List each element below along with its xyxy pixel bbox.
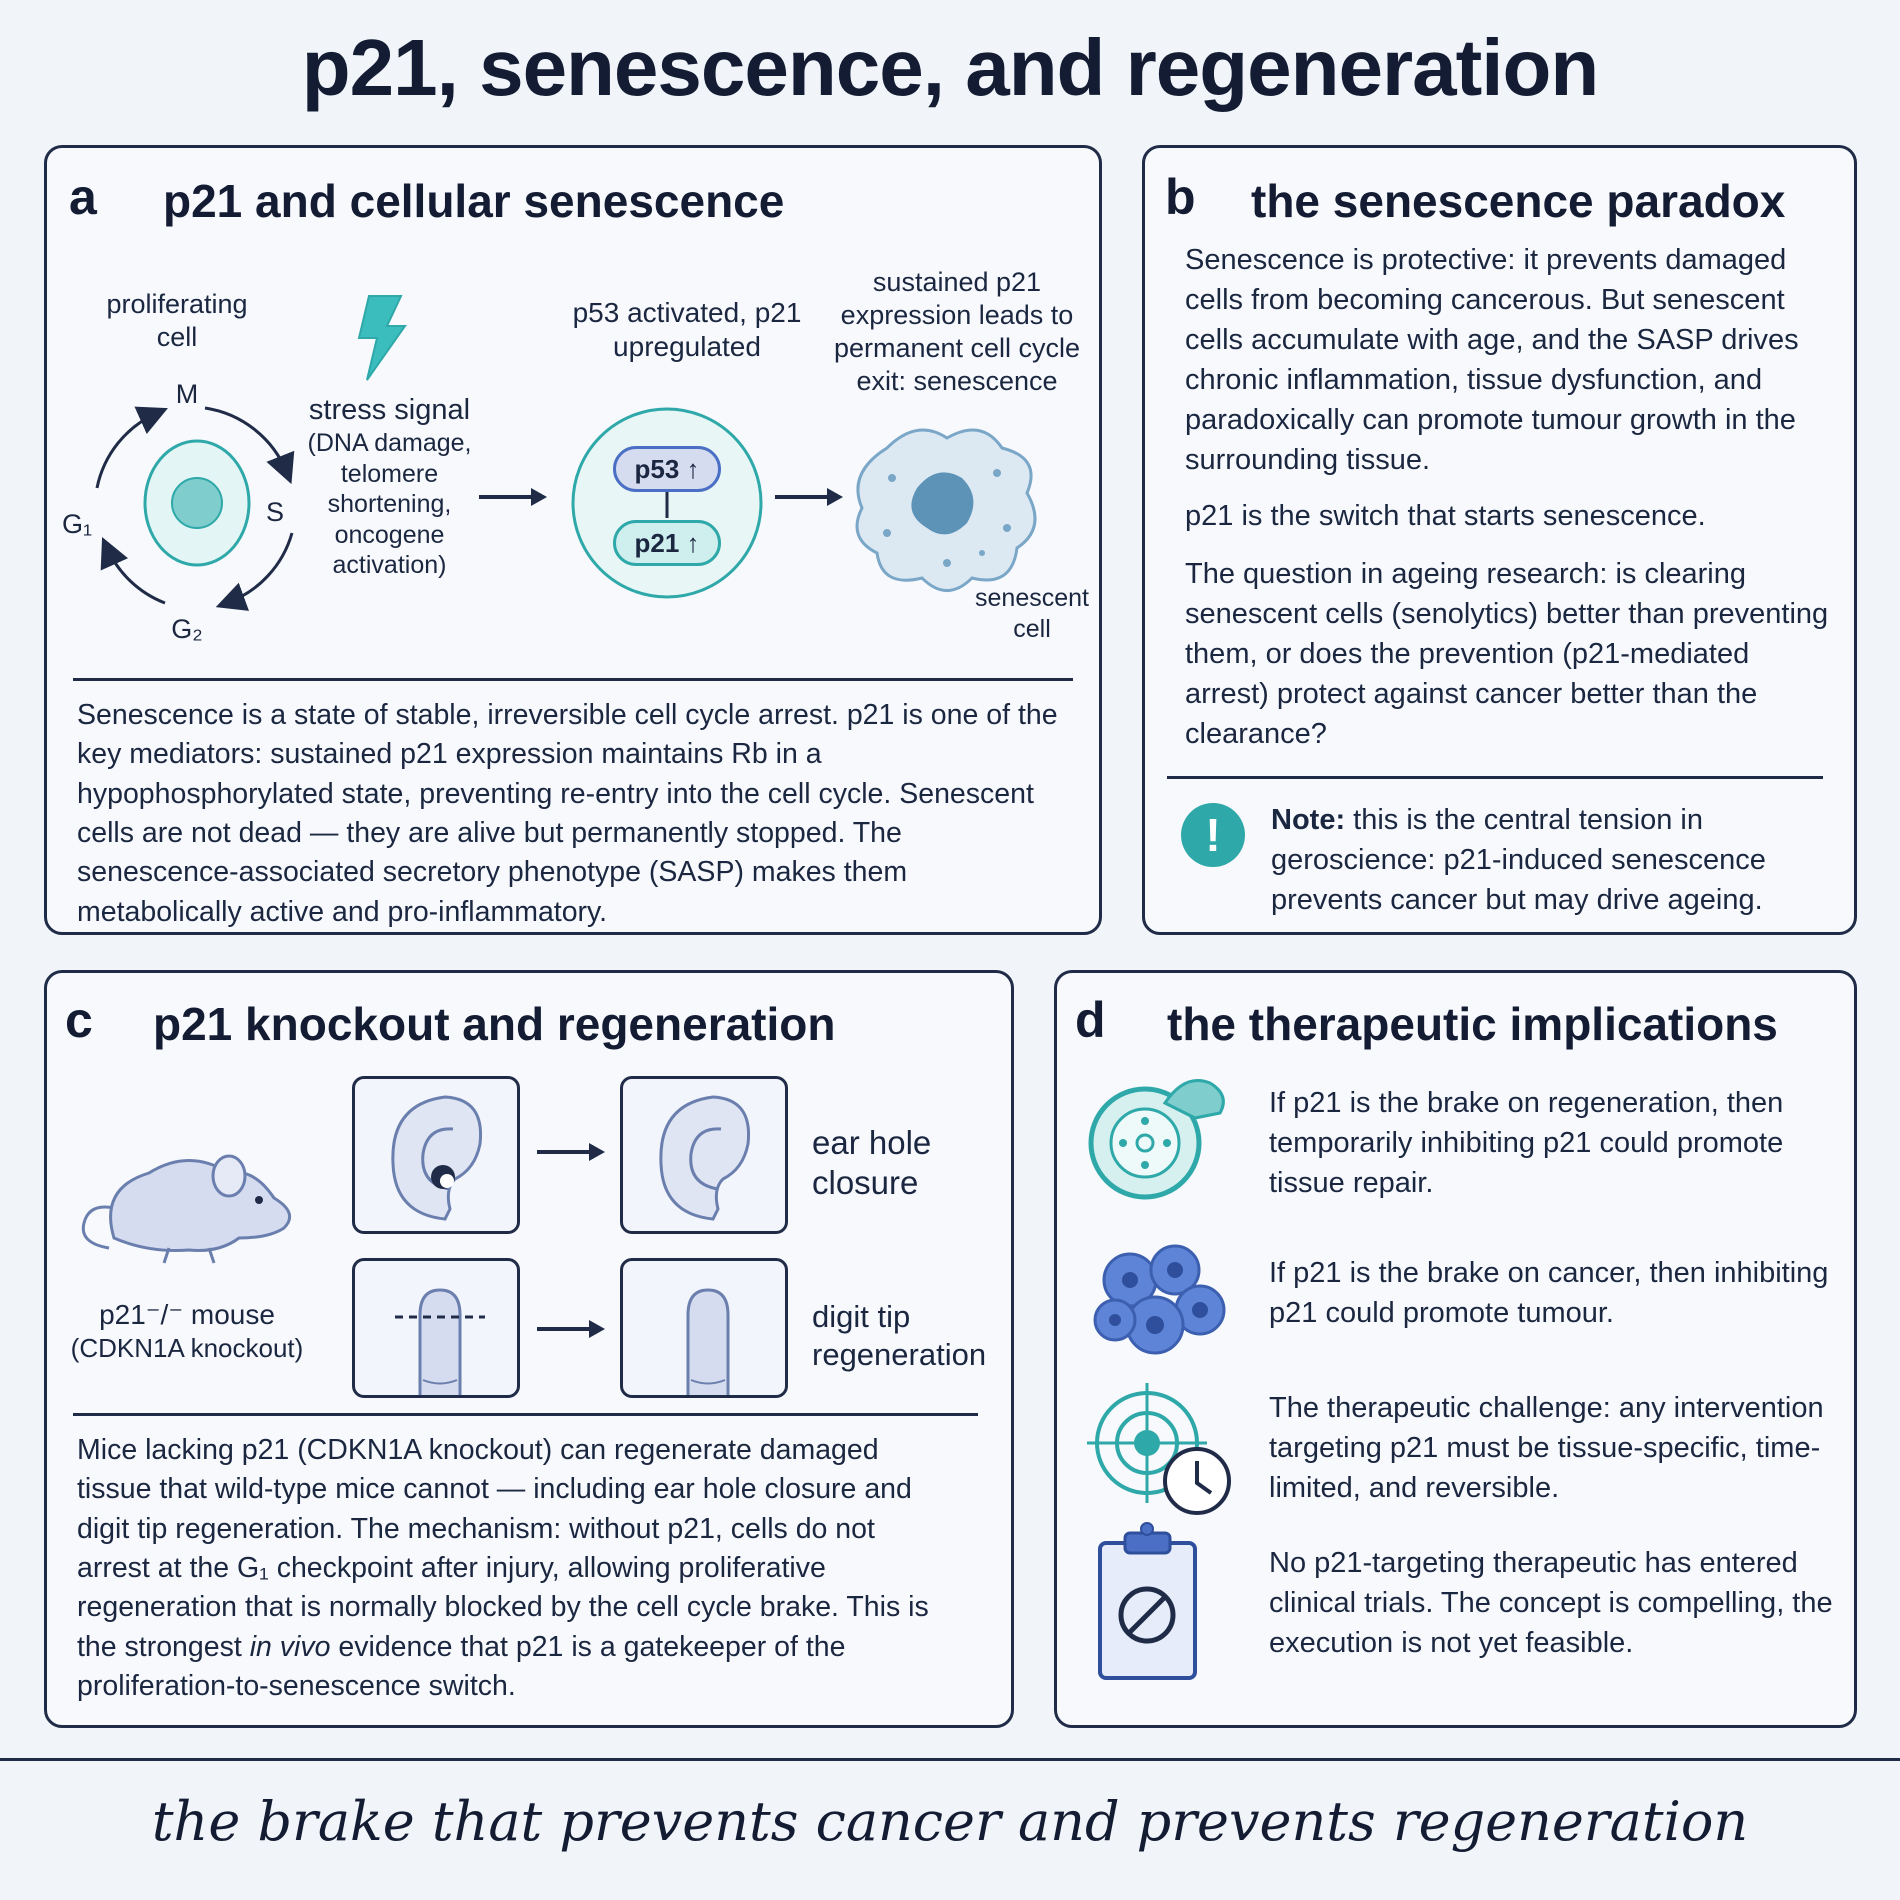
panel-c-body-part1: Mice lacking p21 (CDKN1A knockout) can r… — [77, 1434, 929, 1663]
p21-pill: p21 ↑ — [613, 520, 721, 566]
digit-before-frame — [352, 1258, 520, 1398]
digit-tip-label: digit tip regeneration — [812, 1299, 987, 1372]
digit-amputated-icon — [395, 1288, 485, 1395]
p53-activated-label: p53 activated, p21 upregulated — [572, 297, 802, 363]
panel-c-letter: c — [65, 992, 93, 1048]
lightning-bolt-icon — [357, 295, 407, 381]
arrow-icon — [479, 488, 547, 506]
panel-c-body-part2: evidence that p21 is a gatekeeper of the… — [77, 1630, 846, 1702]
paradox-paragraph-1: Senescence is protective: it prevents da… — [1185, 244, 1799, 477]
exclamation-icon: ! — [1181, 803, 1245, 867]
panel-d-letter: d — [1075, 992, 1106, 1048]
panel-a-body: Senescence is a state of stable, irrever… — [77, 699, 1058, 928]
panel-b-divider — [1167, 776, 1823, 779]
sustained-p21-label: sustained p21 expression leads to perman… — [833, 267, 1081, 396]
in-vivo-emphasis: in vivo — [249, 1630, 331, 1663]
arrow-icon — [775, 488, 843, 506]
stress-signal-title: stress signal — [308, 394, 471, 426]
panel-a-letter: a — [69, 169, 97, 225]
note-label: Note: — [1271, 804, 1346, 836]
cycle-arrow-s-g2 — [215, 532, 294, 611]
implication-1: If p21 is the brake on regeneration, the… — [1269, 1087, 1784, 1200]
ear-closed-icon — [659, 1095, 751, 1221]
ear-with-hole-icon — [391, 1095, 483, 1221]
phase-m: M — [175, 379, 199, 409]
implication-4: No p21-targeting therapeutic has entered… — [1269, 1547, 1833, 1660]
digit-regenerated-icon — [686, 1288, 730, 1395]
cancer-cells-icon — [1093, 1244, 1226, 1355]
paradox-paragraph-3: The question in ageing research: is clea… — [1185, 558, 1829, 751]
stress-signal-detail: (DNA damage, telomere shortening, oncoge… — [307, 429, 472, 579]
mouse-label: p21⁻/⁻ mouse — [99, 1299, 275, 1330]
panel-a: a p21 and cellular senescence proliferat… — [44, 145, 1102, 935]
p53-pill: p53 ↑ — [613, 446, 721, 492]
panel-c-divider — [73, 1413, 978, 1416]
proliferating-cell-label: proliferating cell — [106, 289, 248, 352]
arrow-icon — [537, 1320, 605, 1338]
panel-d-title: the therapeutic implications — [1167, 998, 1778, 1050]
paradox-paragraph-2: p21 is the switch that starts senescence… — [1185, 500, 1706, 532]
mouse-sublabel: (CDKN1A knockout) — [70, 1333, 304, 1363]
cycle-arrow-g1-m — [95, 406, 168, 489]
mouse-icon — [81, 1154, 292, 1264]
clipboard-prohibited-icon — [1098, 1522, 1197, 1680]
panel-b: b the senescence paradox Senescence is p… — [1142, 145, 1857, 935]
digit-after-frame — [620, 1258, 788, 1398]
footer-tagline: the brake that prevents cancer and preve… — [151, 1790, 1749, 1853]
phase-s: S — [265, 497, 284, 527]
ear-after-frame — [620, 1076, 788, 1234]
p53-p21-cell — [571, 407, 763, 599]
note-text: this is the central tension in geroscien… — [1271, 804, 1766, 917]
page-title: p21, senescence, and regeneration — [301, 23, 1599, 112]
cell-cycle-diagram — [95, 406, 295, 611]
note: Note: this is the central tension in ger… — [1271, 800, 1831, 920]
ear-before-frame — [352, 1076, 520, 1234]
phase-g1: G₁ — [61, 509, 93, 539]
senescent-cell-icon — [855, 428, 1037, 592]
proliferating-cell-nucleus — [171, 477, 223, 529]
ear-hole-closure-label: ear hole closure — [812, 1124, 932, 1202]
implication-2: If p21 is the brake on cancer, then inhi… — [1269, 1257, 1829, 1330]
cycle-arrow-g2-g1 — [100, 537, 166, 605]
arrow-icon — [537, 1143, 605, 1161]
implication-3: The therapeutic challenge: any intervent… — [1269, 1392, 1824, 1505]
regeneration-brake-icon — [1088, 1079, 1225, 1200]
panel-c-title: p21 knockout and regeneration — [153, 998, 836, 1050]
panel-b-letter: b — [1165, 169, 1196, 225]
panel-c-body: Mice lacking p21 (CDKN1A knockout) can r… — [77, 1431, 937, 1706]
panel-b-title: the senescence paradox — [1251, 175, 1786, 227]
cycle-arrow-m-s — [204, 406, 295, 485]
panel-d: d the therapeutic implications If p21 is… — [1054, 970, 1857, 1728]
phase-g2: G₂ — [171, 614, 203, 644]
panel-a-divider — [73, 678, 1073, 681]
panel-a-title: p21 and cellular senescence — [163, 175, 785, 227]
panel-c: c p21 knockout and regeneration p21⁻/⁻ m… — [44, 970, 1014, 1728]
target-clock-icon — [1087, 1383, 1231, 1515]
footer-divider — [0, 1758, 1900, 1761]
senescent-cell-label: senescent cell — [975, 584, 1089, 643]
